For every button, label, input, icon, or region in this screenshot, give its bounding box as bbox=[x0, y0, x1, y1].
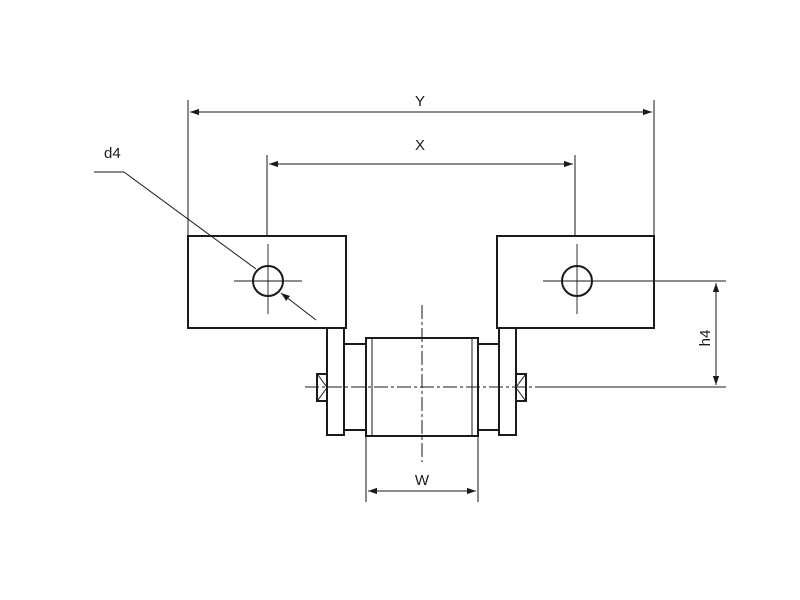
left-pin-end-mark-b bbox=[317, 388, 327, 401]
dimension-x-label: X bbox=[415, 137, 425, 154]
left-side-plate bbox=[326, 327, 345, 436]
right-attachment-plate bbox=[496, 235, 655, 329]
dimension-w-label: W bbox=[415, 472, 430, 489]
dimension-y: Y bbox=[187, 93, 655, 236]
dimension-d4-leader bbox=[94, 171, 257, 270]
dimension-h4: h4 bbox=[611, 280, 726, 385]
left-attachment-plate bbox=[187, 235, 347, 329]
dimension-x: X bbox=[266, 137, 576, 236]
dimension-d4-label: d4 bbox=[104, 145, 121, 162]
bushing-shoulders bbox=[343, 343, 500, 431]
dimension-w: W bbox=[365, 436, 479, 502]
dimension-h4-label: h4 bbox=[697, 330, 714, 347]
dimension-d4: d4 bbox=[94, 145, 317, 321]
right-pin-end-mark-b bbox=[516, 388, 526, 401]
left-plate-body bbox=[187, 235, 347, 329]
chain-centerlines bbox=[305, 305, 726, 462]
right-plate-body bbox=[496, 235, 655, 329]
right-side-plate bbox=[498, 327, 517, 436]
dimension-d4-arrow-outer bbox=[280, 292, 317, 321]
dimension-y-label: Y bbox=[415, 93, 425, 110]
right-pin-end-mark-a bbox=[516, 374, 526, 387]
left-pin-end-mark-a bbox=[317, 374, 327, 387]
